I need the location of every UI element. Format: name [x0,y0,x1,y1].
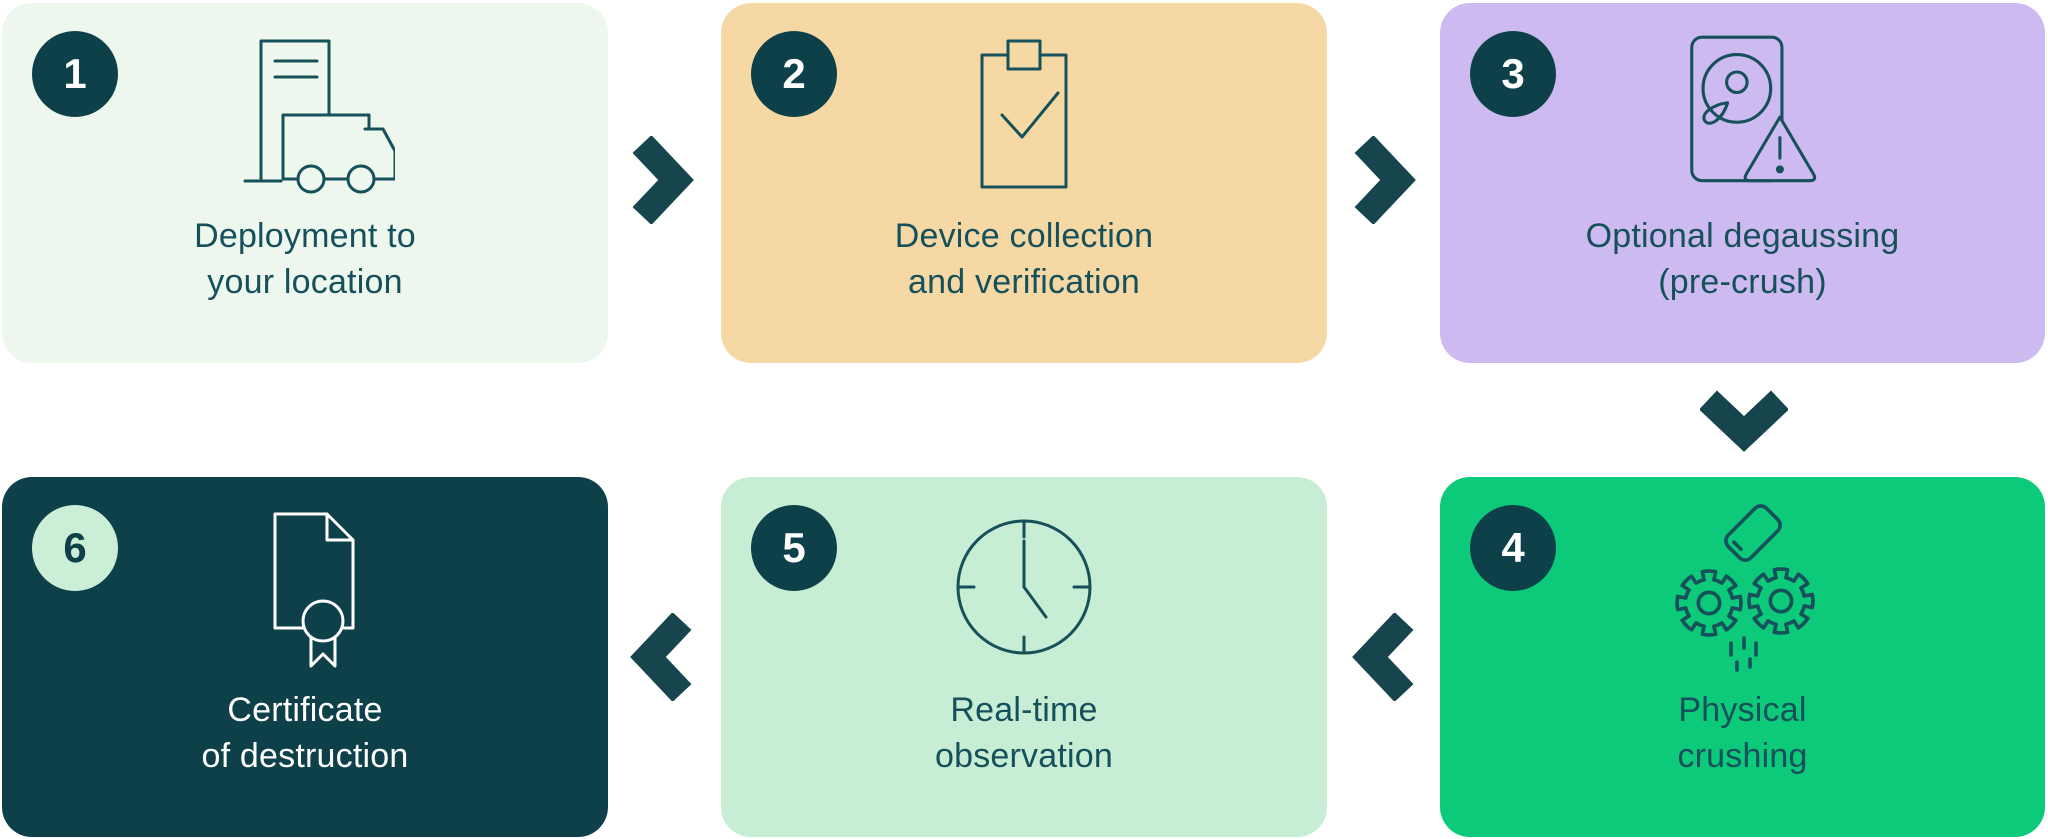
delivery-truck-icon [210,27,400,199]
clock-icon [929,501,1119,673]
step-number: 5 [782,524,806,571]
crusher-gears-icon [1648,501,1838,673]
arrow-left-icon [1352,613,1416,701]
step-number-badge: 6 [32,505,118,591]
step-card-certificate: 6 Certificate of destruction [2,477,608,837]
certificate-icon [210,501,400,673]
step-label-line2: (pre-crush) [1658,263,1827,301]
step-label: Deployment to your location [194,213,416,305]
arrow-down-icon [1700,388,1788,452]
arrow-left-icon [630,613,694,701]
step-label-line2: of destruction [201,737,409,775]
step-card-collection: 2 Device collection and verification [721,3,1327,363]
step-label-line1: Physical [1678,691,1807,729]
step-label-line1: Deployment to [194,217,416,255]
step-number: 4 [1501,524,1525,571]
step-number: 6 [63,524,87,571]
step-label-line1: Real-time [950,691,1098,729]
step-label: Optional degaussing (pre-crush) [1586,213,1900,305]
step-number-badge: 5 [751,505,837,591]
step-number-badge: 4 [1470,505,1556,591]
step-number-badge: 1 [32,31,118,117]
hard-drive-warning-icon [1648,27,1838,199]
step-number-badge: 2 [751,31,837,117]
step-label-line2: and verification [908,263,1140,301]
step-number: 1 [63,50,87,97]
clipboard-check-icon [929,27,1119,199]
step-label-line2: observation [935,737,1113,775]
step-label: Device collection and verification [895,213,1154,305]
step-card-observation: 5 Real-time observation [721,477,1327,837]
step-card-crushing: 4 [1440,477,2045,837]
step-label-line1: Device collection [894,217,1154,255]
arrow-right-icon [630,136,694,224]
step-card-degaussing: 3 Optional degaussing (pre-crush) [1440,3,2045,363]
step-label-line2: your location [207,263,403,301]
step-label-line1: Certificate [227,691,383,729]
step-label-line1: Optional degaussing [1585,217,1900,255]
step-number: 2 [782,50,806,97]
step-number: 3 [1501,50,1525,97]
step-label: Real-time observation [935,687,1113,779]
step-label-line2: crushing [1677,737,1808,775]
step-number-badge: 3 [1470,31,1556,117]
step-card-deployment: 1 Deployment to your location [2,3,608,363]
step-label: Physical crushing [1677,687,1807,779]
arrow-right-icon [1352,136,1416,224]
step-label: Certificate of destruction [202,687,409,779]
